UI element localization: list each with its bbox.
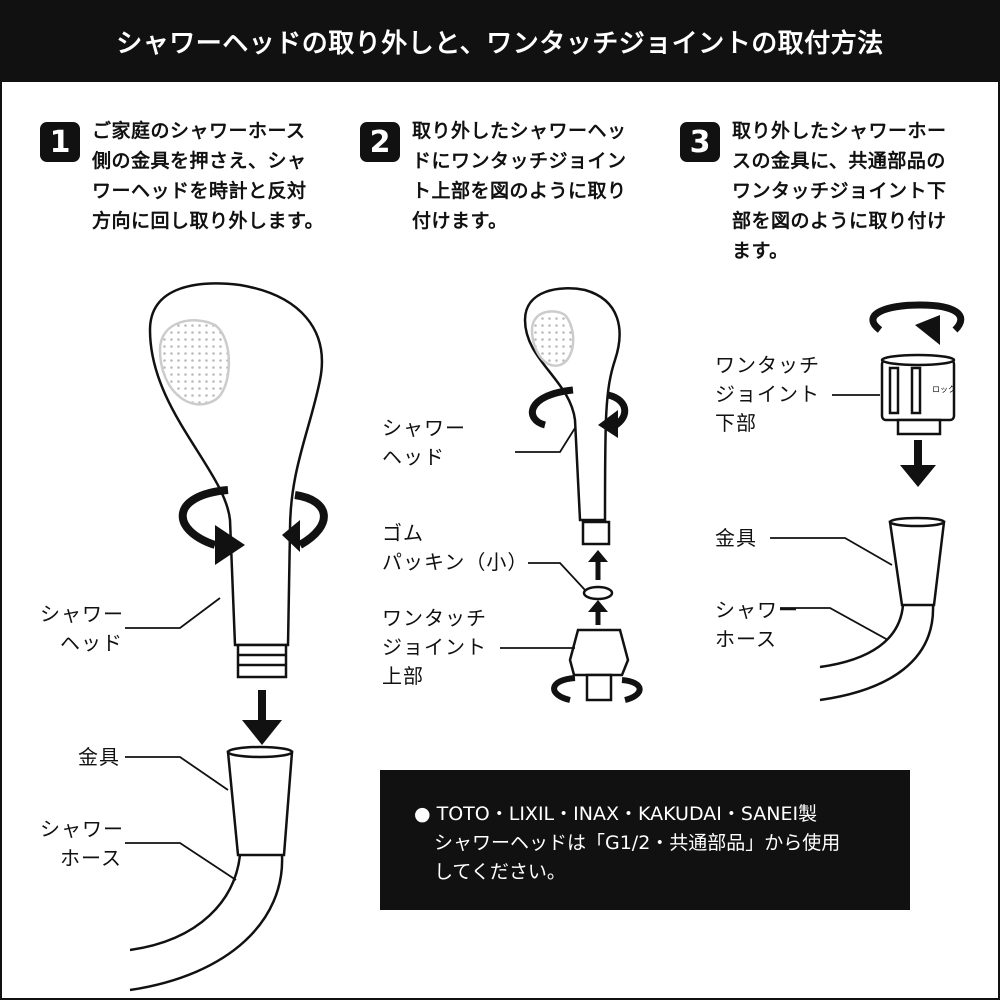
note-line: シャワーヘッドは「G1/2・共通部品」から使用 (434, 832, 841, 854)
s3-fitting-label: 金具 (715, 526, 757, 550)
text-line: ご家庭のシャワーホース (92, 120, 306, 142)
step2-joint-upper (551, 628, 643, 703)
s1-fitting-label: 金具 (78, 745, 120, 769)
text-line: 付けます。 (412, 210, 508, 232)
text-line: ワンタッチジョイント下 (732, 180, 947, 202)
step1-down-arrow (242, 690, 282, 745)
step2-packing (582, 585, 614, 601)
text-line: 取り外したシャワーヘッ (412, 120, 627, 142)
step1-shower-head-illustration (148, 282, 328, 679)
s2-packing-label: ゴムパッキン（小） (382, 521, 529, 574)
text-line: 部を図のように取り付け (732, 210, 947, 232)
step-1-badge: 1 (40, 122, 80, 162)
text-line: ます。 (732, 240, 789, 262)
s3-joint-label: ワンタッチジョイント下部 (715, 353, 820, 435)
text-line: 側の金具を押さえ、シャ (92, 150, 307, 172)
step-1-text: ご家庭のシャワーホース 側の金具を押さえ、シャ ワーヘッドを時計と反対 方向に回… (92, 116, 324, 236)
text-line: 取り外したシャワーホー (732, 120, 947, 142)
note-line: ● TOTO・LIXIL・INAX・KAKUDAI・SANEI製 (414, 803, 818, 825)
s2-head-label: シャワーヘッド (382, 416, 466, 469)
text-line: ト上部を図のように取り (412, 180, 627, 202)
step-3-text: 取り外したシャワーホー スの金具に、共通部品の ワンタッチジョイント下 部を図の… (732, 116, 947, 266)
lock-mark: ロック (932, 385, 956, 394)
text-line: 方向に回し取り外します。 (92, 210, 325, 232)
step2-shower-head-illustration (523, 287, 629, 546)
step3-joint-lower: ロック (880, 353, 956, 436)
step-2-badge: 2 (360, 122, 400, 162)
step-2-text: 取り外したシャワーヘッ ドにワンタッチジョイン ト上部を図のように取り 付けます… (412, 116, 627, 236)
s2-joint-label: ワンタッチジョイント上部 (382, 606, 487, 688)
text-line: ドにワンタッチジョイン (412, 150, 627, 172)
text-line: ワーヘッドを時計と反対 (92, 180, 307, 202)
note-line: してください。 (434, 861, 566, 883)
step3-fitting-and-hose (819, 516, 946, 702)
s3-hose-label: シャワーホース (715, 598, 799, 651)
compatibility-note: ● TOTO・LIXIL・INAX・KAKUDAI・SANEI製 シャワーヘッド… (380, 770, 910, 910)
step1-fitting-and-hose (129, 745, 294, 992)
s1-head-label: シャワーヘッド (40, 602, 124, 655)
page-title: シャワーヘッドの取り外しと、ワンタッチジョイントの取付方法 (0, 0, 1000, 82)
step3-rotate-arrow (869, 301, 965, 345)
step-3-badge: 3 (680, 122, 720, 162)
text-line: スの金具に、共通部品の (732, 150, 946, 172)
s1-hose-label: シャワーホース (40, 817, 124, 870)
